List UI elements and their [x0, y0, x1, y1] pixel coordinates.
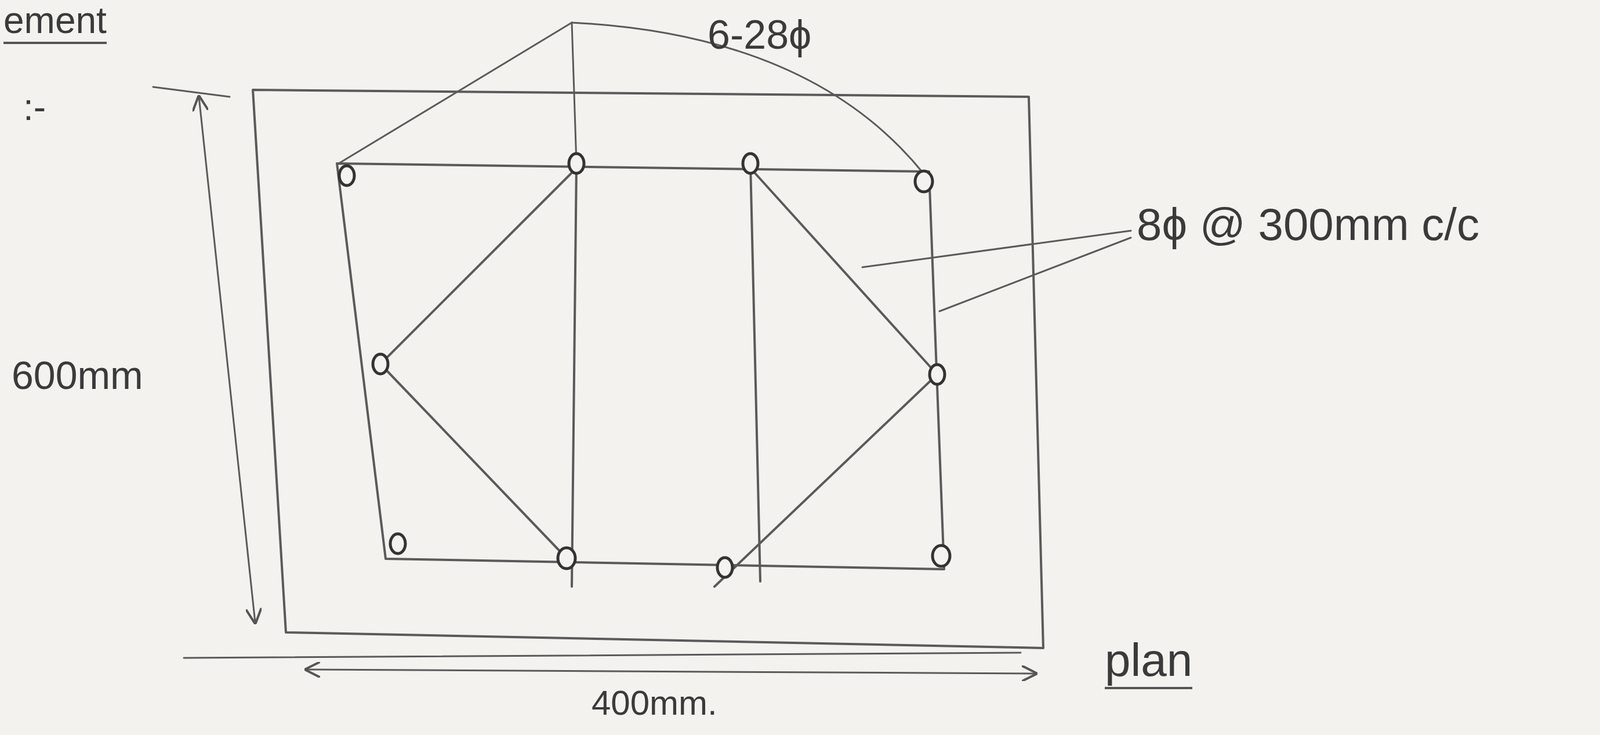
rebar: [568, 153, 584, 174]
rebar: [339, 165, 355, 186]
dimension-line: [198, 96, 256, 623]
leader-line: [939, 237, 1131, 312]
rebar: [372, 354, 388, 375]
column-outline: [252, 89, 1044, 649]
rebar: [717, 557, 733, 578]
dimension-line: [306, 669, 1036, 674]
heading-fragment: ement: [3, 0, 107, 45]
tie-vertical: [571, 163, 577, 587]
tie-label: 8ϕ @ 300mm c/c: [1136, 200, 1480, 250]
extension-line: [153, 86, 230, 97]
rebar: [742, 153, 758, 174]
rebar: [929, 364, 945, 385]
tie-outer: [336, 163, 945, 570]
rebar: [557, 548, 576, 569]
rebar: [915, 171, 933, 192]
tie-diamond: [714, 168, 938, 587]
leader-line: [338, 22, 572, 164]
leader-line: [571, 22, 577, 164]
main-bar-label: 6-28ϕ: [707, 12, 812, 58]
heading-mark: :-: [23, 86, 46, 128]
leader-line: [862, 230, 1131, 268]
dimension-label: 400mm.: [591, 684, 718, 723]
dimension-label: 600mm: [11, 353, 144, 398]
rebar: [932, 545, 950, 567]
tie-vertical: [750, 163, 761, 582]
rebar: [390, 534, 406, 554]
tie-diamond: [380, 168, 577, 559]
view-title: plan: [1104, 635, 1193, 690]
extension-line: [183, 652, 1021, 659]
